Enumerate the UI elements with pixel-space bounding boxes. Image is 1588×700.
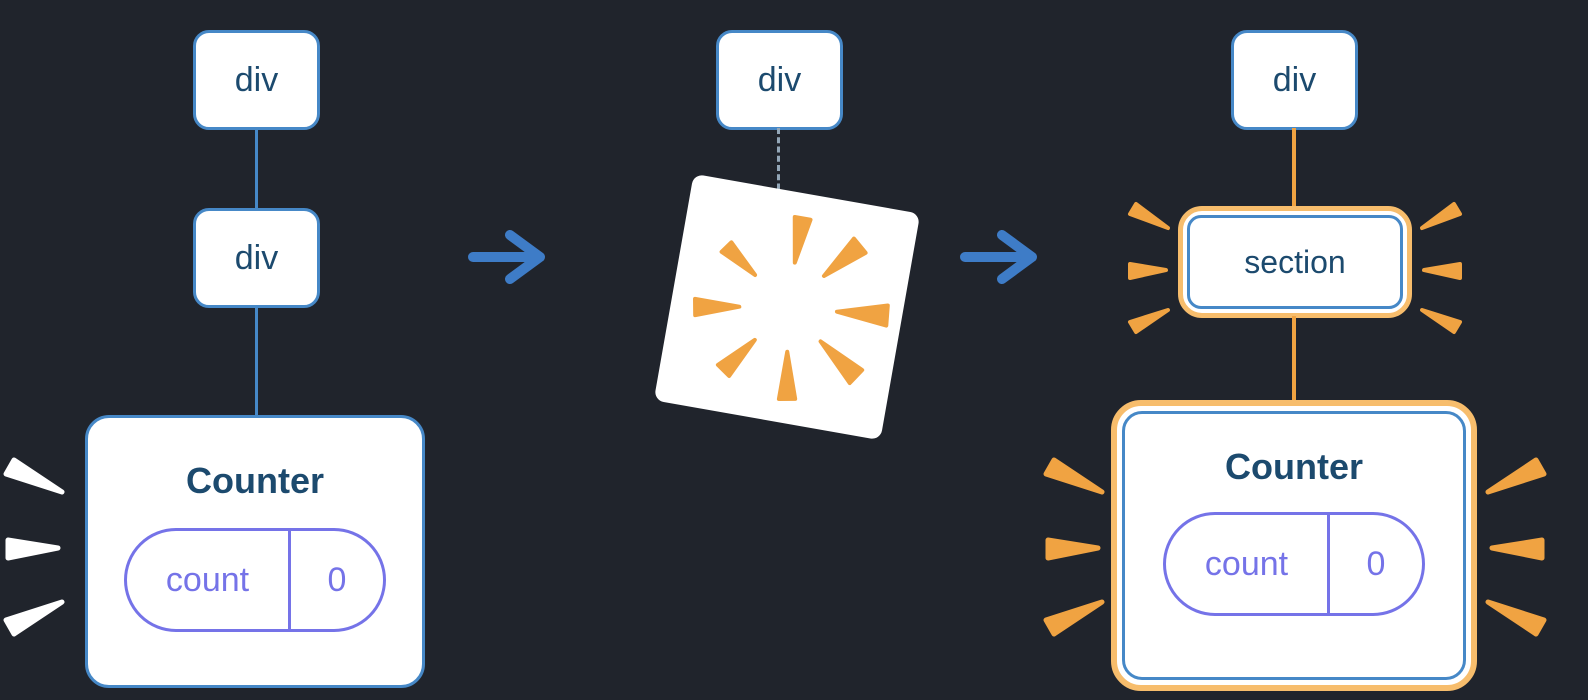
sparks-icon (1420, 202, 1462, 334)
counter-title: Counter (186, 460, 324, 501)
div-node: div (716, 30, 843, 130)
div-node: div (193, 30, 320, 130)
div-node: div (1231, 30, 1358, 130)
state-key: count (127, 531, 291, 629)
counter-card: Counter count 0 (1122, 411, 1466, 680)
div-node: div (193, 208, 320, 308)
sparks-icon (1043, 457, 1105, 637)
sparks-icon (1485, 457, 1547, 637)
counter-title: Counter (1225, 446, 1363, 487)
arrow-right-icon (960, 230, 1037, 284)
tree-edge-highlighted (1292, 316, 1296, 402)
sparks-icon (3, 457, 65, 637)
sparks-icon (1128, 202, 1170, 334)
counter-card-highlight-ring: Counter count 0 (1111, 400, 1477, 691)
section-node-label: section (1244, 243, 1346, 280)
tree-edge-highlighted (1292, 128, 1296, 208)
state-pill: count 0 (124, 528, 386, 632)
poof-burst-icon (693, 214, 890, 401)
tree-edge (255, 128, 258, 210)
state-value: 0 (327, 560, 347, 599)
section-node: section (1187, 215, 1403, 309)
div-node-label: div (1272, 60, 1317, 99)
section-node-highlight-ring: section (1178, 206, 1412, 318)
tree-edge (255, 306, 258, 418)
tree-edge-dashed (777, 128, 780, 208)
state-value: 0 (1366, 544, 1386, 583)
poof-icon (653, 173, 921, 441)
div-node-label: div (234, 238, 279, 277)
div-node-label: div (757, 60, 802, 99)
arrow-right-icon (468, 230, 545, 284)
state-key: count (1166, 515, 1330, 613)
div-node-label: div (234, 60, 279, 99)
counter-card: Counter count 0 (85, 415, 425, 688)
state-pill: count 0 (1163, 512, 1425, 616)
